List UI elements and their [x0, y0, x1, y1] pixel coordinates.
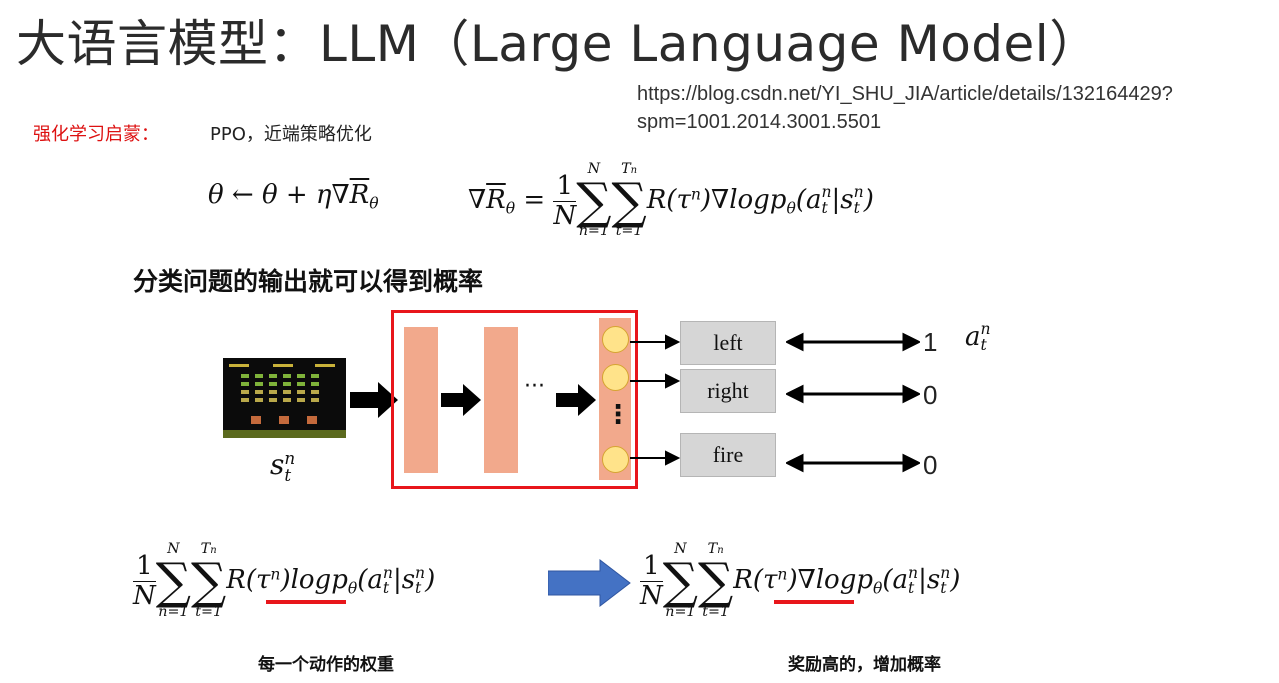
url-line-1: https://blog.csdn.net/YI_SHU_JIA/article…	[637, 83, 1173, 105]
layer-arrow-icon	[556, 384, 596, 416]
output-arrows-icon	[630, 334, 680, 466]
output-node-left	[602, 326, 629, 353]
output-node-right	[602, 364, 629, 391]
source-url[interactable]: https://blog.csdn.net/YI_SHU_JIA/article…	[637, 80, 1173, 136]
double-arrow-icon	[786, 332, 920, 473]
output-layer: ⋮	[599, 318, 631, 480]
section-heading: 分类问题的输出就可以得到概率	[133, 267, 484, 296]
caption-right: 奖励高的，增加概率	[788, 655, 941, 675]
caption-left: 每一个动作的权重	[258, 655, 394, 675]
output-vdots: ⋮	[605, 400, 631, 430]
url-line-2: spm=1001.2014.3001.5501	[637, 111, 882, 133]
layer-ellipsis: ···	[524, 374, 545, 399]
page-title: 大语言模型：LLM（Large Language Model）	[16, 15, 1100, 73]
network-highlight-box	[391, 310, 638, 489]
action-fire: fire	[680, 433, 776, 477]
action-fire-value: 0	[923, 450, 938, 480]
output-node-fire	[602, 446, 629, 473]
action-left-value: 1	[923, 327, 938, 357]
update-rule-formula: θ ← θ + η∇Rθ	[208, 180, 379, 213]
transform-arrow-icon	[548, 558, 631, 608]
action-left: left	[680, 321, 776, 365]
action-right-value: 0	[923, 380, 938, 410]
hidden-layer-2	[484, 327, 518, 473]
rl-text: PPO，近端策略优化	[210, 124, 372, 145]
rl-label: 强化学习启蒙：	[33, 124, 159, 145]
hidden-layer-1	[404, 327, 438, 473]
reward-underline-right	[774, 600, 854, 604]
layer-arrow-icon	[441, 384, 481, 416]
game-screen-icon	[223, 358, 346, 438]
action-right: right	[680, 369, 776, 413]
input-arrow-icon	[350, 382, 398, 418]
reward-underline-left	[266, 600, 346, 604]
